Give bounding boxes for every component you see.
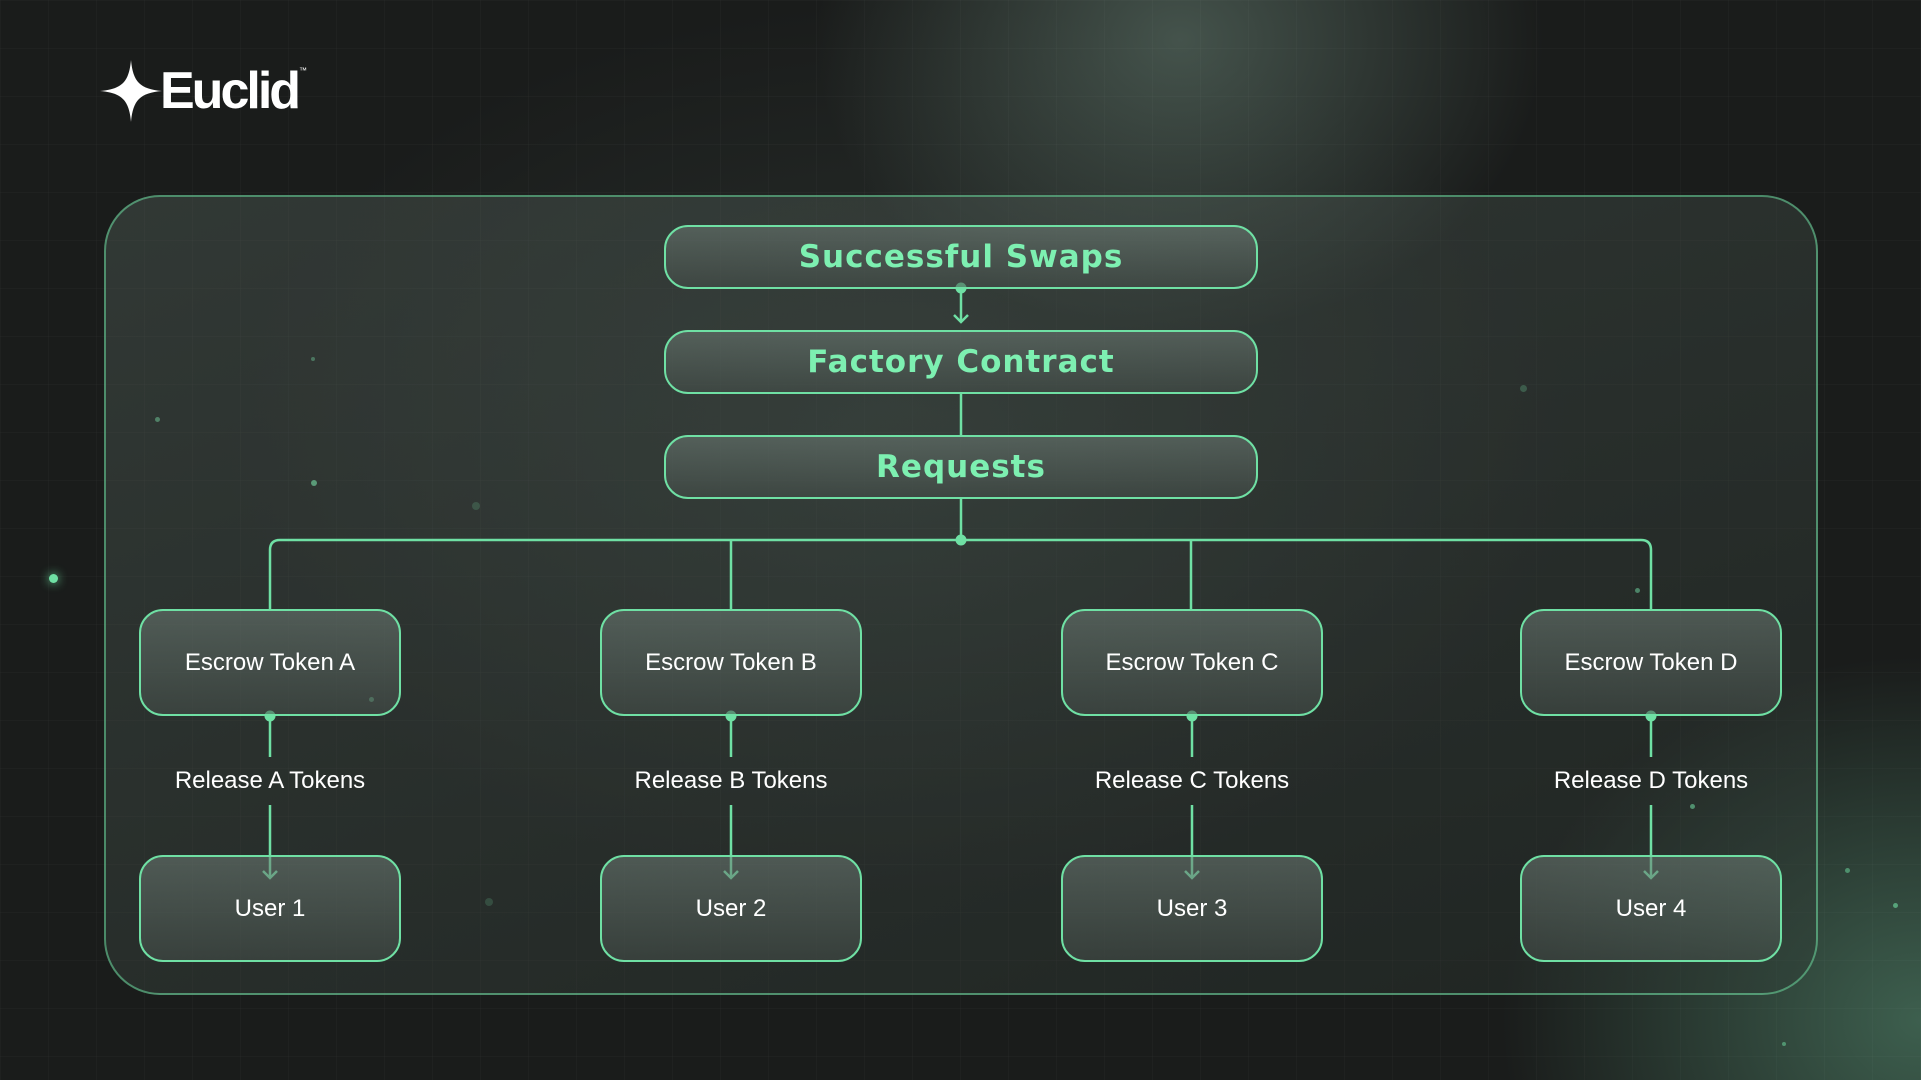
- branch-bus: [268, 538, 1653, 609]
- particle: [311, 357, 315, 361]
- edge-label-release-c: Release C Tokens: [1094, 767, 1290, 794]
- edge-label-release-b: Release B Tokens: [634, 767, 828, 794]
- node-label: User 3: [1156, 894, 1228, 922]
- particle: [1782, 1042, 1786, 1046]
- node-user-1: User 1: [139, 855, 401, 962]
- particle: [485, 898, 493, 906]
- node-requests: Requests: [664, 435, 1258, 499]
- node-factory-contract: Factory Contract: [664, 330, 1258, 394]
- node-label: Escrow Token B: [645, 648, 817, 676]
- node-label: Requests: [876, 449, 1046, 485]
- node-user-2: User 2: [600, 855, 862, 962]
- particle: [1893, 903, 1898, 908]
- node-user-3: User 3: [1061, 855, 1323, 962]
- star-logo-icon: [100, 60, 162, 122]
- edge-label-release-a: Release A Tokens: [174, 767, 366, 794]
- node-escrow-token-b: Escrow Token B: [600, 609, 862, 716]
- node-label: Escrow Token A: [184, 648, 356, 676]
- particle: [472, 502, 480, 510]
- node-user-4: User 4: [1520, 855, 1782, 962]
- connector-dot-icon: [955, 534, 967, 546]
- node-escrow-token-a: Escrow Token A: [139, 609, 401, 716]
- particle: [1635, 588, 1640, 593]
- node-label: Successful Swaps: [798, 239, 1124, 275]
- node-label: Escrow Token C: [1105, 648, 1279, 676]
- particle: [1690, 804, 1695, 809]
- particle: [1520, 385, 1527, 392]
- arrowhead-icon: [953, 314, 969, 324]
- node-successful-swaps: Successful Swaps: [664, 225, 1258, 289]
- node-label: User 2: [695, 894, 767, 922]
- node-label: User 4: [1615, 894, 1687, 922]
- node-label: Escrow Token D: [1564, 648, 1738, 676]
- brand-logo: Euclid ™: [98, 58, 307, 124]
- brand-name: Euclid: [160, 62, 301, 120]
- node-label: Factory Contract: [807, 344, 1115, 380]
- particle: [49, 574, 58, 583]
- particle: [311, 480, 317, 486]
- particle: [155, 417, 160, 422]
- node-escrow-token-c: Escrow Token C: [1061, 609, 1323, 716]
- node-escrow-token-d: Escrow Token D: [1520, 609, 1782, 716]
- trademark-mark: ™: [299, 66, 308, 75]
- particle: [1845, 868, 1850, 873]
- node-label: User 1: [234, 894, 306, 922]
- edge-label-release-d: Release D Tokens: [1553, 767, 1749, 794]
